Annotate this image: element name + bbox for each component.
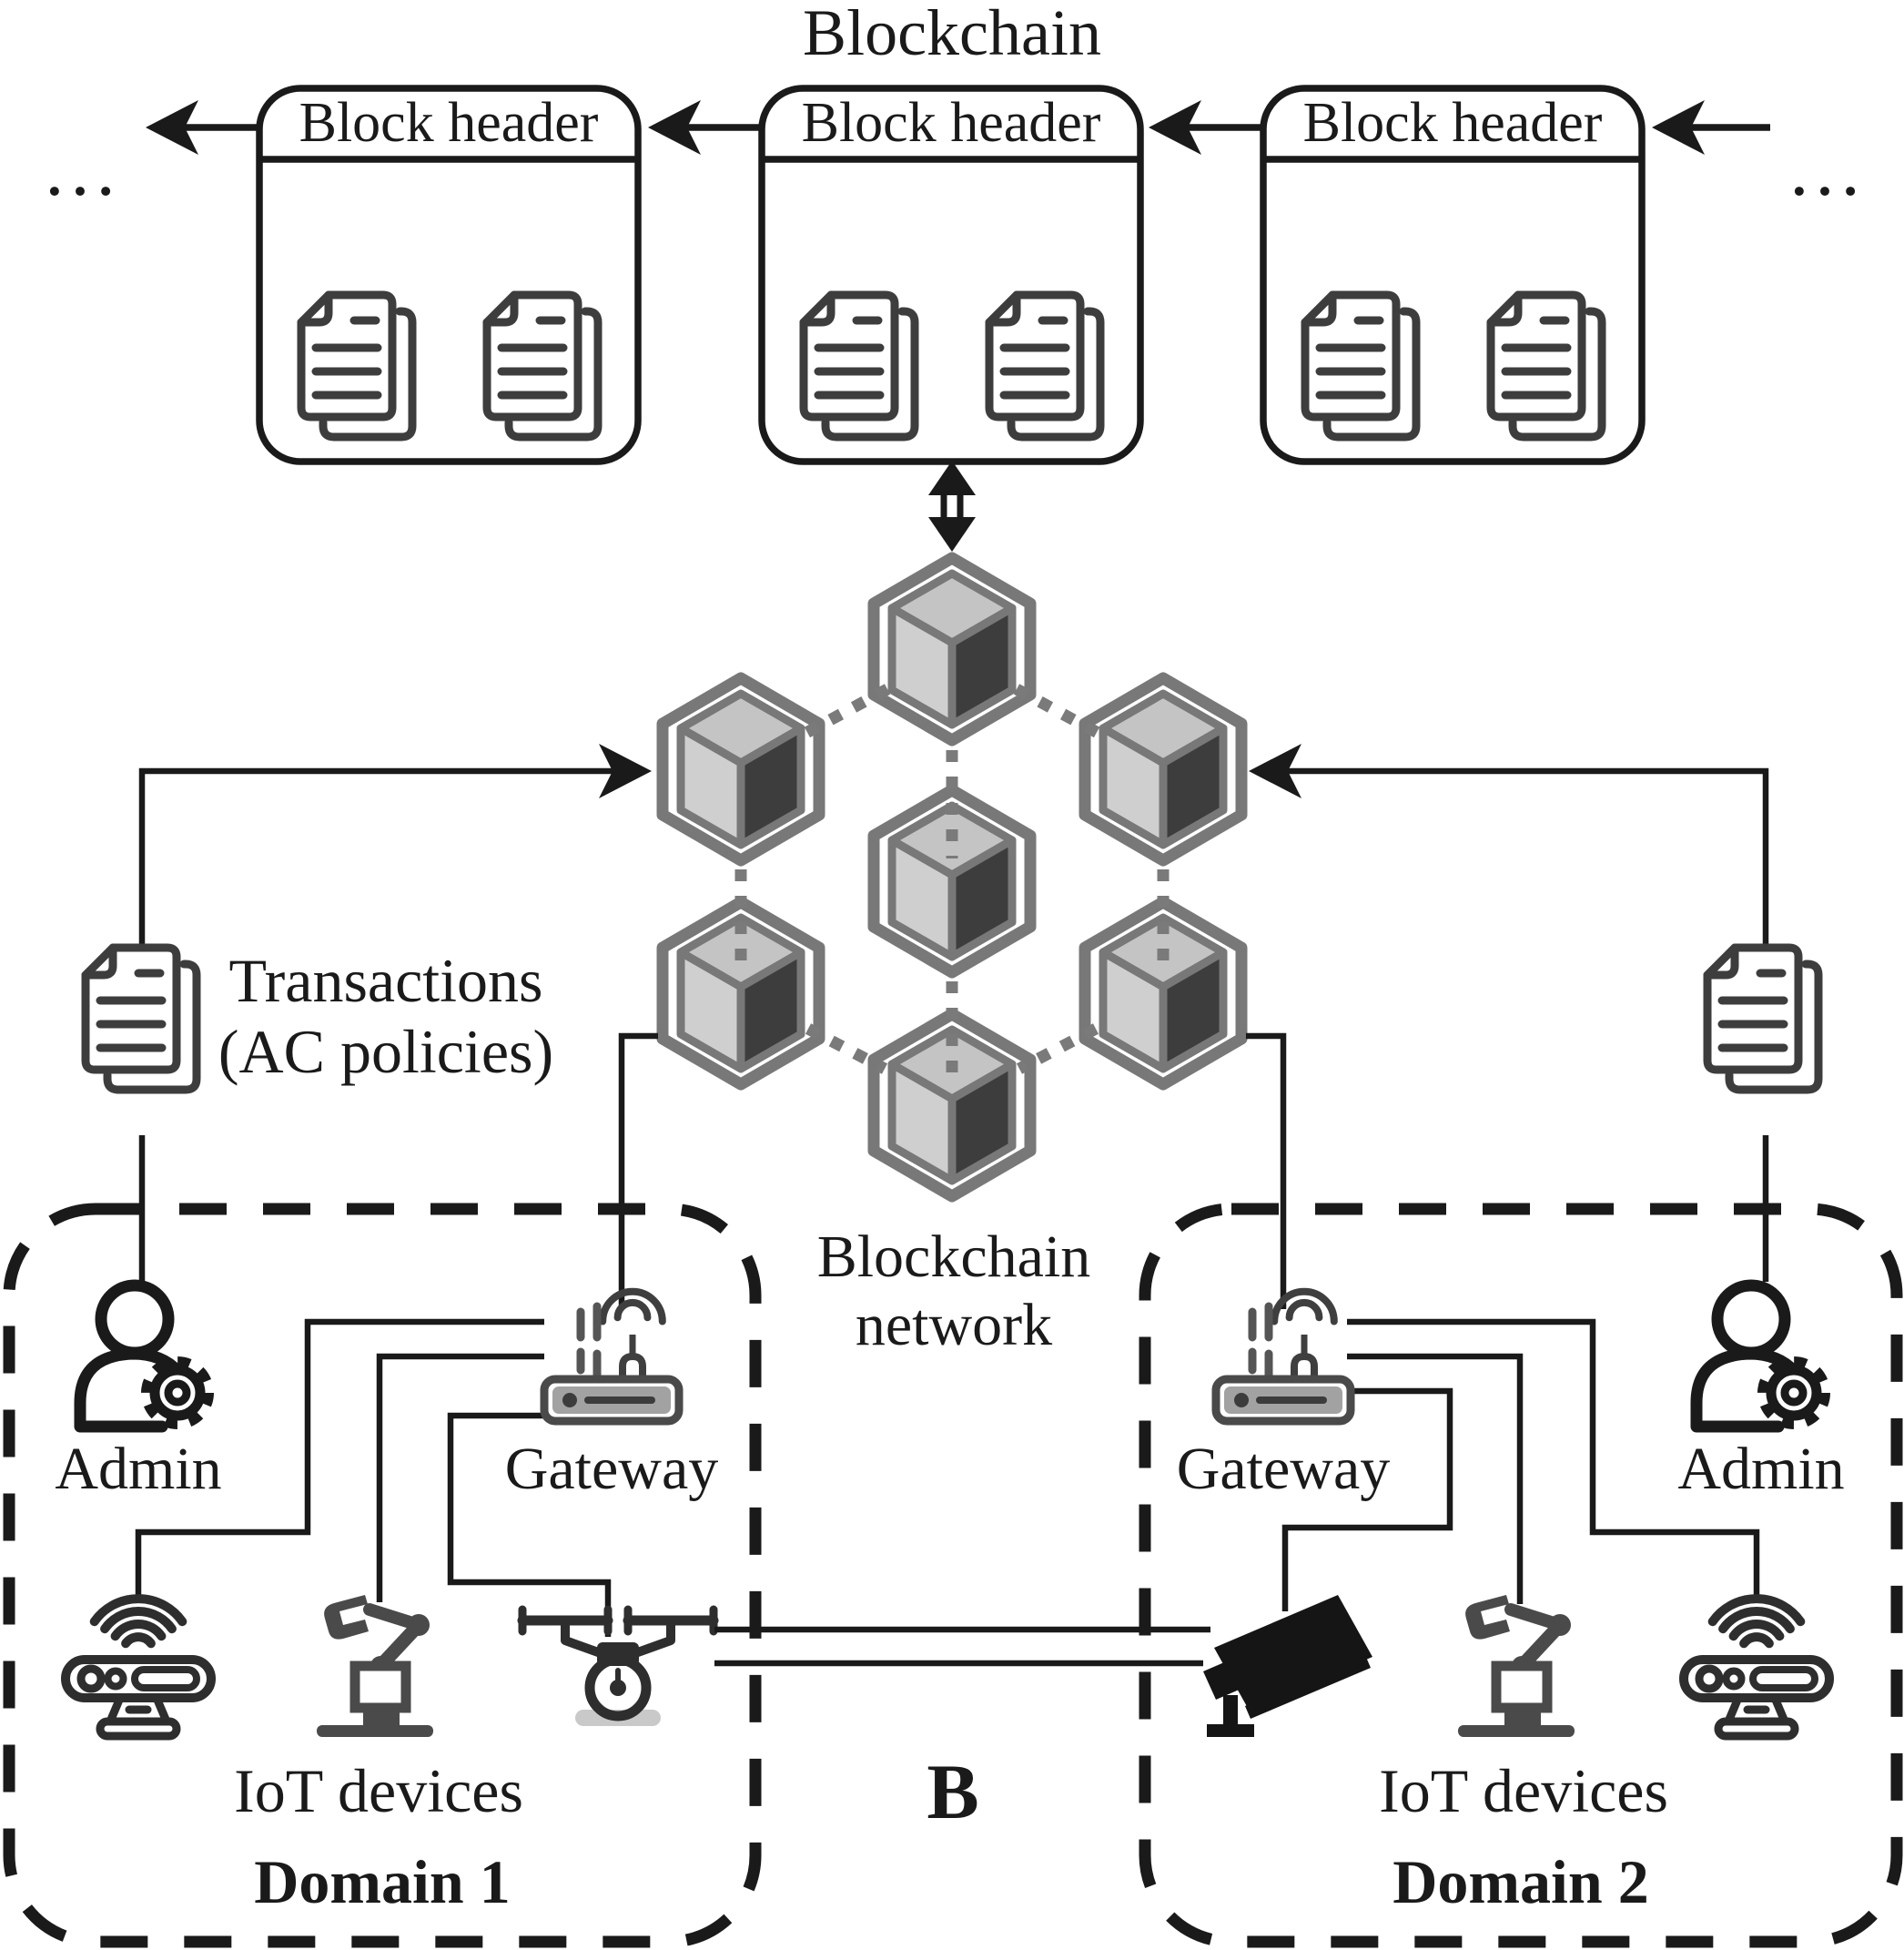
admin-1-gear-icon	[141, 1356, 214, 1429]
transactions-doc-left-icon	[86, 948, 197, 1090]
node-cube-mid-left	[663, 678, 819, 860]
node-cube-top	[874, 558, 1030, 740]
block-3-header: Block header	[1303, 92, 1603, 154]
node-dotted-links	[734, 684, 1170, 1085]
chain-ellipsis-left: …	[42, 127, 118, 212]
chain-arrows	[146, 100, 1770, 155]
transactions-arrow-left	[138, 744, 652, 944]
diagram-title: Blockchain	[803, 0, 1101, 69]
network-gateway-link-left	[618, 1032, 658, 1309]
d1-robot-arm-icon	[317, 1595, 433, 1737]
block-1-header: Block header	[299, 92, 599, 154]
block-2-header: Block header	[802, 92, 1101, 154]
gateway-1-icon	[544, 1292, 679, 1421]
domain-2: Admin Gateway IoT devices Domain 2	[1177, 1279, 1845, 1916]
block-2: Block header	[758, 85, 1144, 465]
admin-2-label: Admin	[1677, 1436, 1844, 1502]
block-1: Block header	[256, 85, 642, 465]
domain-2-label: Domain 2	[1393, 1847, 1648, 1916]
gateway-2-label: Gateway	[1177, 1436, 1391, 1502]
domain-1-label: Domain 1	[254, 1847, 510, 1916]
block-network-double-arrow-icon	[928, 461, 976, 552]
node-cube-mid-right	[1085, 678, 1241, 860]
d2-camera-gateway-link	[1281, 1387, 1453, 1611]
gateway-2-icon	[1216, 1292, 1351, 1421]
bridge-label: B	[927, 1748, 978, 1835]
d1-wifi-sensor-icon	[66, 1599, 211, 1736]
d1-drone-gateway-link	[447, 1412, 612, 1637]
d2-iot-label: IoT devices	[1379, 1756, 1668, 1825]
admin-2-icon	[1690, 1279, 1830, 1433]
d2-wifi-sensor-icon	[1684, 1599, 1829, 1736]
network-gateway-link-right	[1246, 1032, 1287, 1309]
d2-sensor-gateway-link	[1347, 1318, 1760, 1599]
node-cube-center	[874, 790, 1030, 972]
transactions-label-line1: Transactions	[228, 946, 542, 1015]
d2-cctv-camera-icon	[1203, 1595, 1372, 1737]
chain-ellipsis-right: …	[1787, 127, 1863, 212]
network-label-line1: Blockchain	[817, 1224, 1091, 1290]
transactions-label-line2: (AC policies)	[218, 1017, 553, 1086]
d2-robot-gateway-link	[1347, 1353, 1524, 1604]
domain-1-border	[3, 1203, 762, 1948]
admin-1-icon	[74, 1279, 214, 1433]
d1-drone-icon	[517, 1605, 719, 1726]
d2-robot-arm-icon	[1458, 1595, 1575, 1737]
blockchain-network	[663, 558, 1241, 1196]
domain-2-border	[1139, 1203, 1903, 1948]
d1-iot-label: IoT devices	[234, 1756, 523, 1825]
block-3: Block header	[1260, 85, 1646, 465]
admin-1-label: Admin	[55, 1436, 221, 1502]
network-label-line2: network	[856, 1292, 1052, 1358]
d1-robot-gateway-link	[376, 1353, 544, 1602]
admin-2-gear-icon	[1757, 1356, 1830, 1429]
transactions-arrow-right	[1249, 744, 1769, 944]
gateway-1-label: Gateway	[505, 1436, 719, 1502]
domain-1: Admin Gateway IoT devices Domain 1	[55, 1279, 719, 1916]
d1-sensor-gateway-link	[135, 1318, 544, 1599]
transactions-doc-right-icon	[1707, 948, 1818, 1090]
